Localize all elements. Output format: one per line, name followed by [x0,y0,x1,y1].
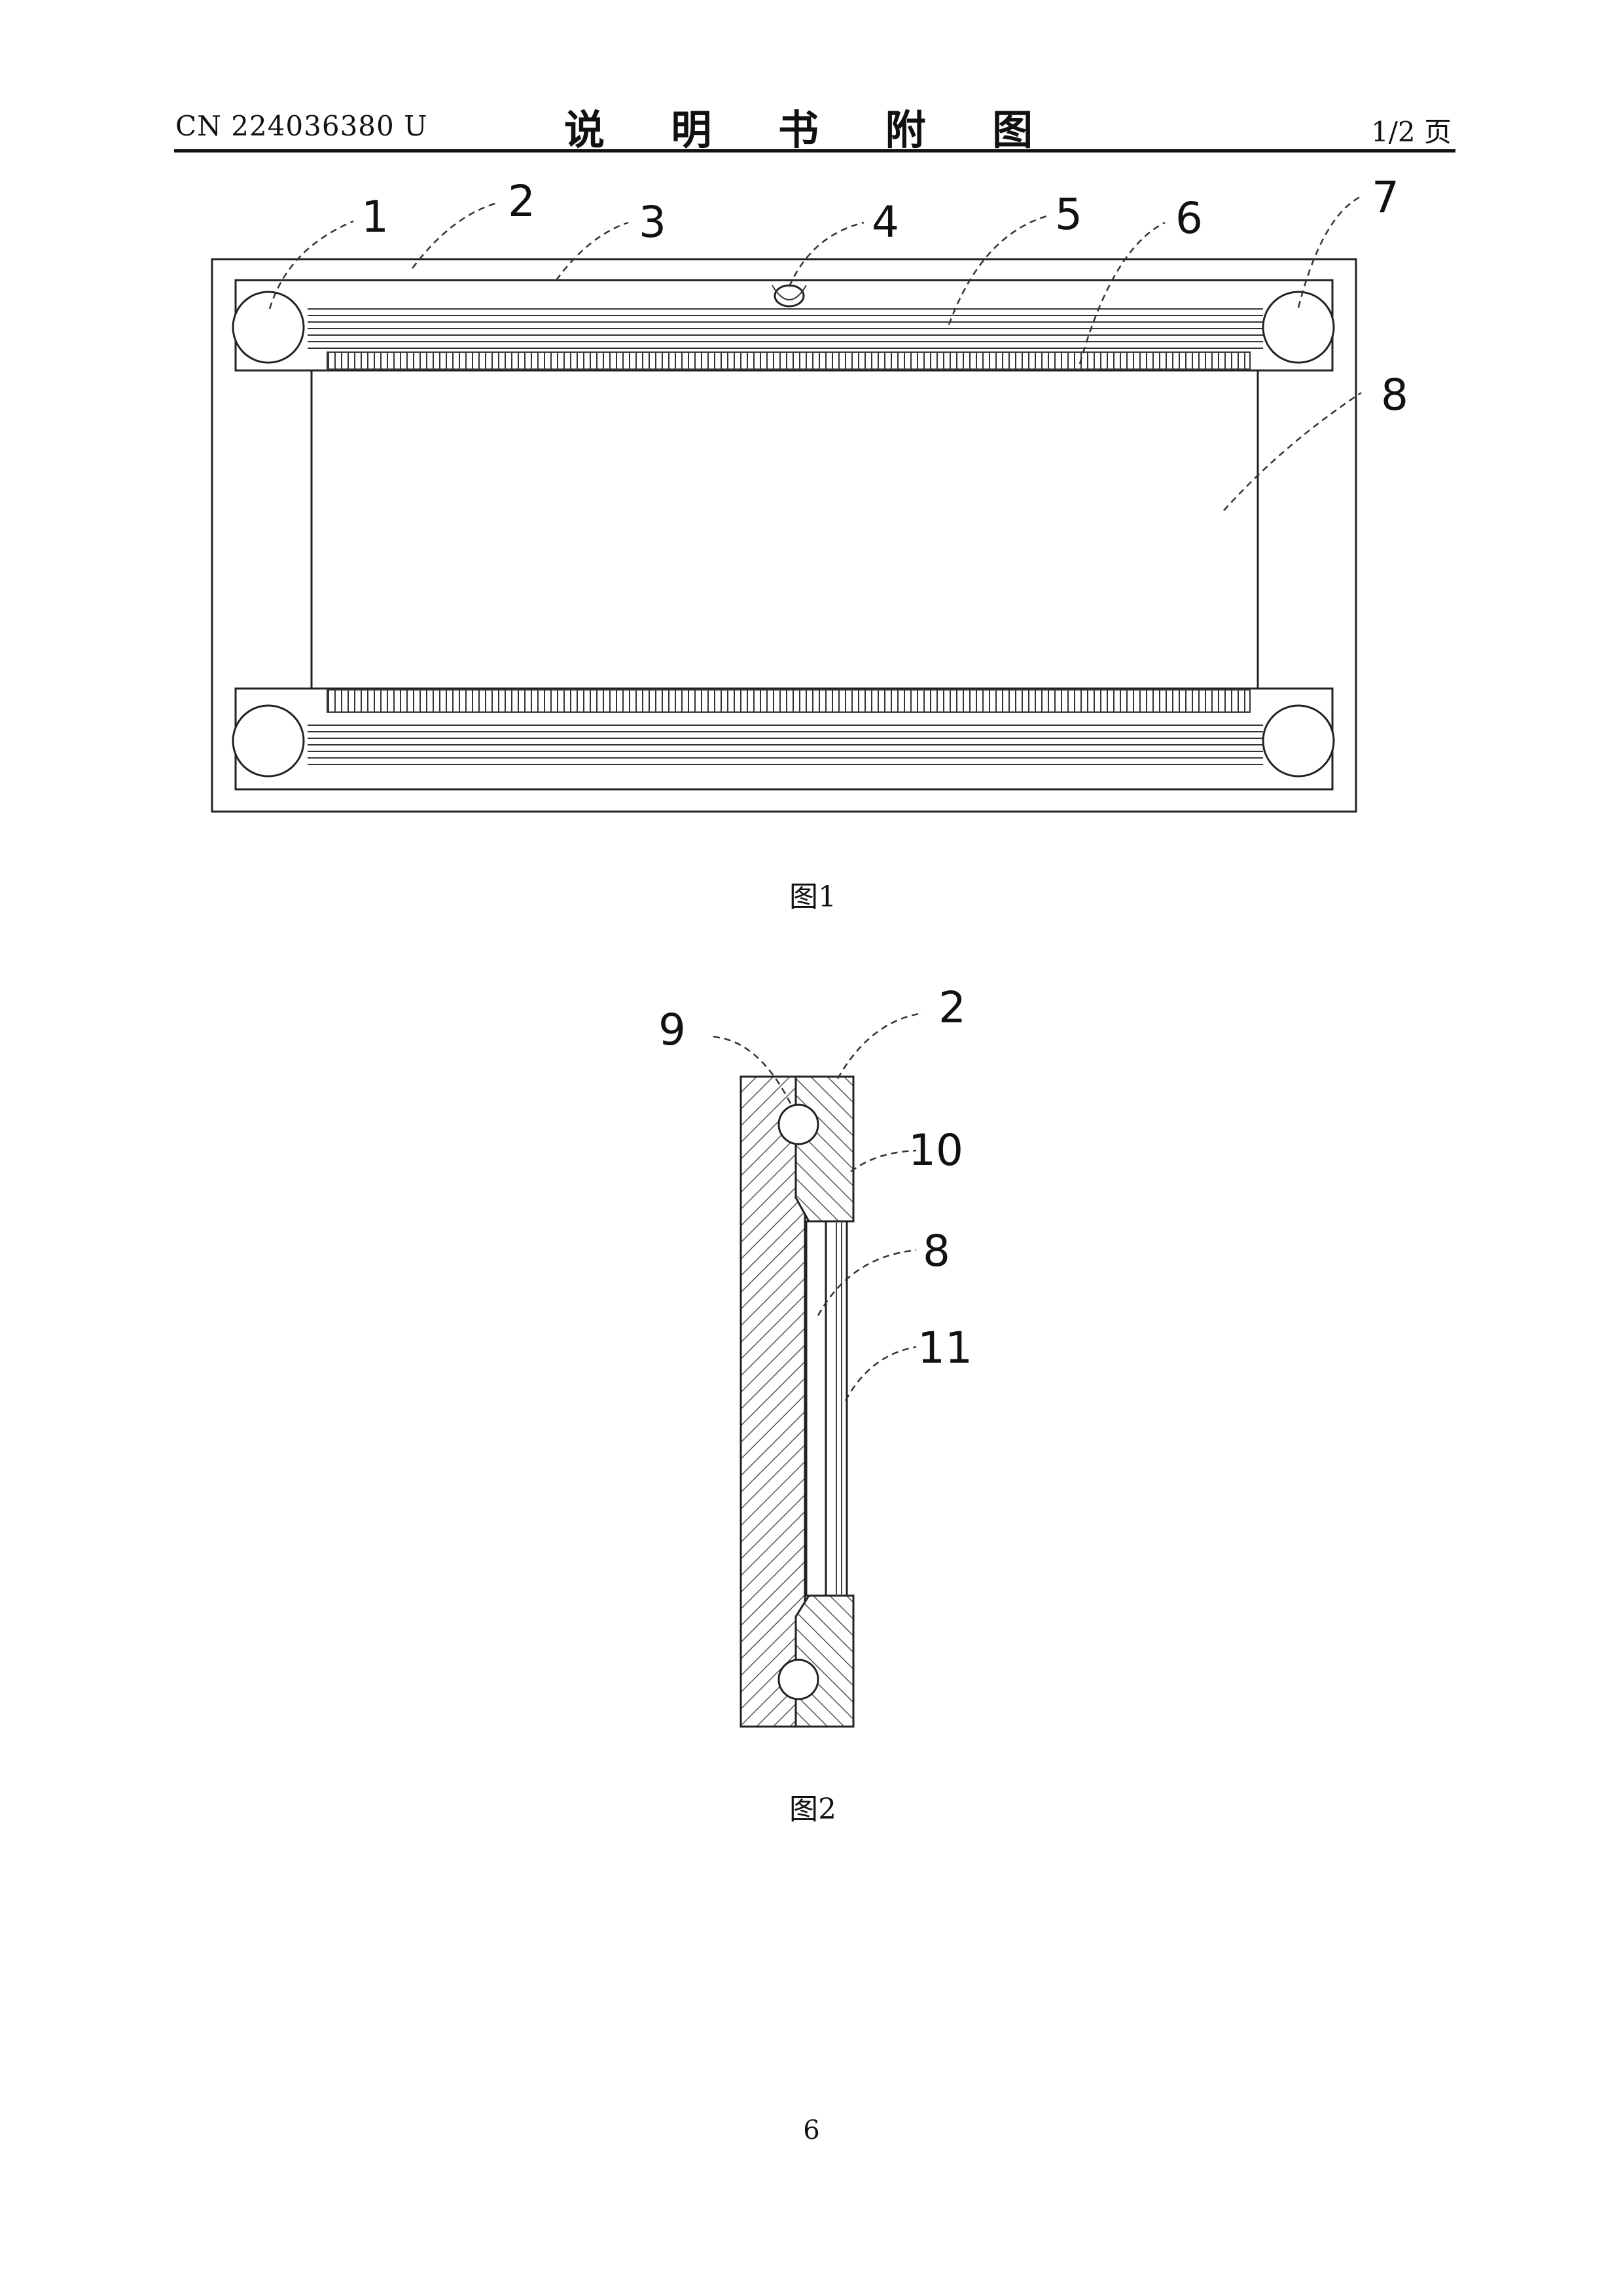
port-circle-bottom-right [1263,706,1334,776]
callout-10: 10 [908,1125,963,1175]
callout-8: 8 [1381,370,1408,420]
port-circle-top-right [1263,292,1334,363]
callout-4: 4 [872,197,899,247]
port-circle-top-left [233,292,304,363]
callout-1: 1 [361,192,389,242]
top-flow-lines [308,309,1263,348]
bottom-comb-teeth [327,690,1250,712]
callout-6: 6 [1175,193,1203,243]
right-upper-block [796,1077,853,1221]
callout-2-fig2: 2 [938,982,966,1033]
figure-2 [713,1013,923,1727]
figure-1-caption: 图1 [789,873,836,915]
port-circle-bottom-left [233,706,304,776]
callout-9: 9 [658,1005,686,1055]
channel-hole-bottom [779,1660,818,1699]
channel-hole-top [779,1105,818,1144]
callout-7: 7 [1372,172,1399,223]
callout-3: 3 [639,197,666,247]
page-number: 6 [0,2115,1623,2145]
central-panel [312,370,1258,689]
bottom-flow-lines [308,725,1263,764]
callout-2: 2 [508,176,535,226]
inner-panel [806,1221,826,1596]
figure-1 [212,196,1361,812]
sensor-component [775,285,804,306]
figure-2-caption: 图2 [789,1785,836,1827]
callout-11: 11 [918,1323,972,1373]
callout-8-fig2: 8 [923,1226,950,1276]
callout-5: 5 [1055,189,1082,240]
top-comb-teeth [327,352,1250,369]
